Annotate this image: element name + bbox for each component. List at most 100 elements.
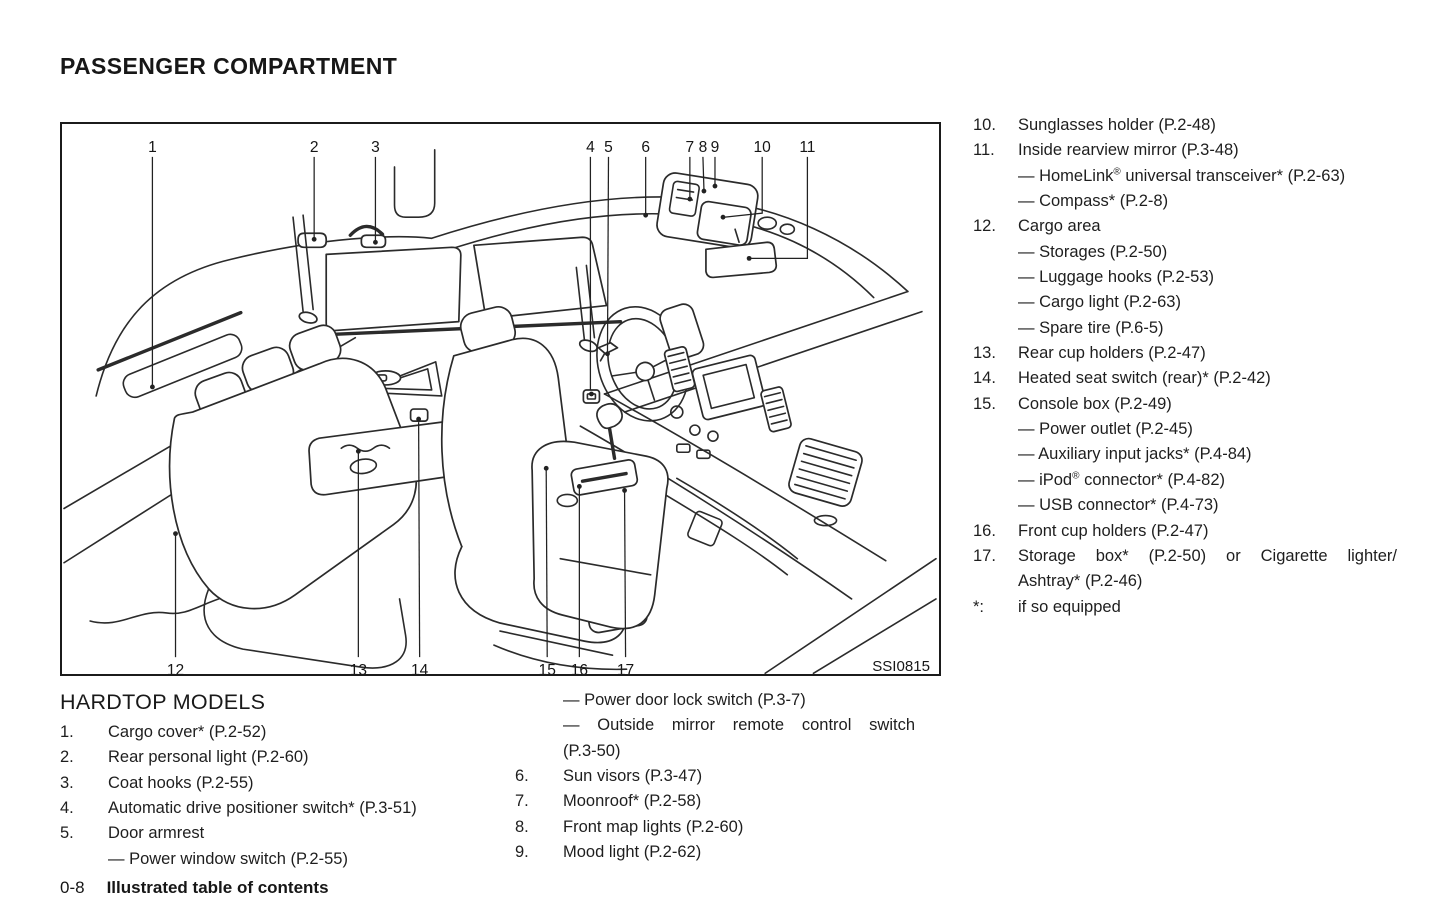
adp-switch xyxy=(582,389,601,404)
car-interior-line-art: 1 2 3 4 5 6 7 8 9 10 11 12 13 14 15 16 1… xyxy=(63,139,937,674)
console-lid-line xyxy=(559,557,652,576)
page-footer: 0-8 Illustrated table of contents xyxy=(60,878,329,898)
windows-and-door xyxy=(297,224,623,397)
armrest-cup-holders xyxy=(340,444,391,453)
callout-16: 16 xyxy=(571,662,588,674)
shift-lever xyxy=(607,426,617,460)
list-item: 8.Front map lights (P.2-60) xyxy=(515,817,744,836)
rear-pillar xyxy=(393,149,436,218)
callout-10: 10 xyxy=(754,139,772,156)
overhead-console xyxy=(656,172,796,279)
list-subitem: — Compass* (P.2-8) xyxy=(1018,192,1169,211)
cargo-area-trim xyxy=(96,310,243,372)
door-panel-line xyxy=(764,557,937,674)
list-item: 16.Front cup holders (P.2-47) xyxy=(973,521,1209,540)
callout-9: 9 xyxy=(711,139,720,156)
list-item: 15.Console box (P.2-49) xyxy=(973,394,1172,413)
list-subitem: — USB connector* (P.4-73) xyxy=(1018,496,1219,515)
callout-7: 7 xyxy=(686,139,695,156)
list-subitem: — Cargo light (P.2-63) xyxy=(1018,293,1181,312)
page-title: PASSENGER COMPARTMENT xyxy=(60,53,398,79)
headliner-detail xyxy=(757,216,778,231)
callout-3: 3 xyxy=(371,139,380,156)
moonroof-switch xyxy=(668,180,700,217)
list-subitem: — Storages (P.2-50) xyxy=(1018,242,1168,261)
rear-door-window xyxy=(325,246,462,332)
list-item: 3.Coat hooks (P.2-55) xyxy=(60,773,254,792)
seat-rails xyxy=(493,630,628,671)
list-subitem-continuation: (P.3-50) xyxy=(563,741,621,760)
list-subitem: — Spare tire (P.6-5) xyxy=(1018,318,1164,337)
dash-vent-right xyxy=(760,386,792,433)
grab-handle xyxy=(348,224,385,237)
list-item: 9.Mood light (P.2-62) xyxy=(515,843,702,862)
callout-12: 12 xyxy=(167,662,184,674)
callout-5: 5 xyxy=(604,139,613,156)
footer-title: Illustrated table of contents xyxy=(106,878,329,897)
console-cup-holder xyxy=(556,493,579,508)
figure-code: SSI0815 xyxy=(872,658,930,674)
right-reference-list: 10.Sunglasses holder (P.2-48) 11.Inside … xyxy=(973,113,1397,620)
callout-11: 11 xyxy=(799,139,815,156)
list-item: 12.Cargo area xyxy=(973,217,1101,236)
callout-1: 1 xyxy=(148,139,157,156)
list-item: 13.Rear cup holders (P.2-47) xyxy=(973,344,1206,363)
rear-seat xyxy=(168,214,465,669)
list-subitem: — Power door lock switch (P.3-7) xyxy=(563,691,806,709)
rear-seatback xyxy=(168,357,418,610)
seat-belt-left xyxy=(292,214,314,313)
callout-leaders xyxy=(150,156,809,658)
list-subitem: — Outside mirror remote control switch xyxy=(563,716,915,735)
list-subitem: — Auxiliary input jacks* (P.4-84) xyxy=(1018,445,1252,464)
windshield-base xyxy=(603,290,909,395)
list-item: 11.Inside rearview mirror (P.3-48) xyxy=(973,141,1239,160)
callout-14: 14 xyxy=(411,662,429,674)
audio-knob xyxy=(689,424,701,436)
footnote: *:if so equipped xyxy=(973,597,1121,616)
callout-15: 15 xyxy=(539,662,556,674)
list-subitem: — Luggage hooks (P.2-53) xyxy=(1018,268,1214,287)
steering-wheel xyxy=(596,305,690,422)
left-reference-list: 1.Cargo cover* (P.2-52) 2.Rear personal … xyxy=(60,720,505,872)
front-door-window xyxy=(473,236,608,320)
dash-vent-left xyxy=(663,345,696,393)
callout-2: 2 xyxy=(310,139,319,156)
rear-cushion xyxy=(203,588,407,669)
callout-8: 8 xyxy=(699,139,708,156)
callout-6: 6 xyxy=(641,139,650,156)
callout-13: 13 xyxy=(350,662,367,674)
glovebox-latch xyxy=(813,514,838,527)
ignition-switch xyxy=(669,405,684,419)
dashboard-top xyxy=(603,393,887,562)
list-item: 1.Cargo cover* (P.2-52) xyxy=(60,723,267,741)
cargo-cover xyxy=(122,333,243,399)
callout-4: 4 xyxy=(586,139,595,156)
callout-17: 17 xyxy=(617,662,634,674)
list-subitem: — Power window switch (P.2-55) xyxy=(108,849,348,868)
rearview-mirror xyxy=(705,241,778,279)
list-subitem: — HomeLink® universal transceiver* (P.2-… xyxy=(1018,166,1346,185)
center-display xyxy=(691,354,767,421)
list-item: 17.Storage box* (P.2-50) or Cigarette li… xyxy=(973,546,1397,565)
glovebox-emblem xyxy=(687,510,723,547)
section-heading: HARDTOP MODELS xyxy=(60,690,266,714)
instrument-pod xyxy=(659,303,705,361)
cockpit xyxy=(596,303,863,576)
glovebox-lines xyxy=(663,477,799,576)
list-item: 14.Heated seat switch (rear)* (P.2-42) xyxy=(973,369,1271,388)
list-item: 10.Sunglasses holder (P.2-48) xyxy=(973,116,1216,134)
list-item: 4.Automatic drive positioner switch* (P.… xyxy=(60,799,417,818)
middle-reference-list: — Power door lock switch (P.3-7) — Outsi… xyxy=(515,688,915,865)
page-number: 0-8 xyxy=(60,878,85,897)
list-item: 5.Door armrest xyxy=(60,824,205,843)
list-item: 2.Rear personal light (P.2-60) xyxy=(60,748,309,767)
shift-knob xyxy=(596,402,623,430)
interior-diagram-frame: 1 2 3 4 5 6 7 8 9 10 11 12 13 14 15 16 1… xyxy=(60,122,941,676)
callout-numbers: 1 2 3 4 5 6 7 8 9 10 11 12 13 14 15 16 1… xyxy=(148,139,930,674)
sunglasses-holder-lid xyxy=(696,200,752,246)
registered-mark: ® xyxy=(1072,470,1080,482)
registered-mark: ® xyxy=(1113,166,1121,178)
list-subitem: — Power outlet (P.2-45) xyxy=(1018,420,1193,439)
side-vent xyxy=(788,437,863,507)
list-item-continuation: Ashtray* (P.2-46) xyxy=(1018,572,1143,591)
